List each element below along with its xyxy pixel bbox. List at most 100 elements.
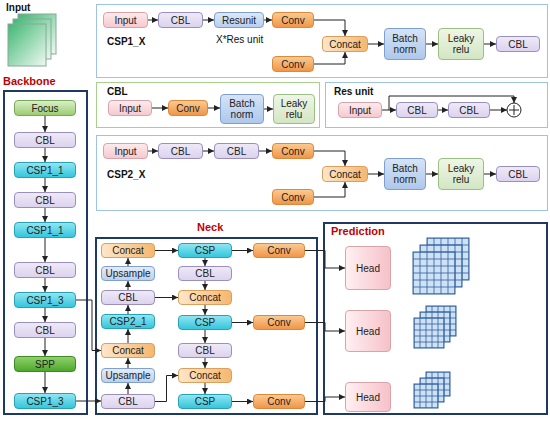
grid-layer — [420, 245, 462, 287]
csp-box: CSP2_1 — [101, 314, 155, 329]
block-label: CSP — [195, 396, 216, 407]
csp-box: CSP1_3 — [14, 292, 76, 308]
leaky-relu-box: Leaky relu — [438, 158, 484, 190]
batchnorm-box: Batch norm — [384, 158, 426, 190]
grid-layer — [413, 252, 455, 294]
block-label: Input — [114, 15, 136, 26]
batchnorm-box: Batch norm — [220, 94, 264, 124]
connector-arrow — [155, 376, 178, 402]
block-label: Conv — [281, 146, 304, 157]
conv-box: Conv — [253, 243, 305, 258]
block-label: Head — [356, 392, 380, 403]
block-label: CBL — [118, 396, 137, 407]
block-label: Upsample — [105, 370, 150, 381]
connector-arrow — [76, 401, 101, 402]
module-panel: CSP1_XInputCBLResunitConvConvConcatBatch… — [96, 4, 548, 78]
block-label: Batch norm — [223, 98, 261, 120]
block-label: Conv — [281, 15, 304, 26]
input-box: Input — [108, 100, 152, 116]
block-label: CSP — [195, 245, 216, 256]
block-label: Conv — [281, 59, 304, 70]
grid-layer — [426, 372, 450, 396]
connector-arrow — [232, 322, 253, 323]
block-label: Concat — [189, 292, 221, 303]
block-label: Input — [349, 105, 371, 116]
module-panel: CBLInputConvBatch normLeaky relu — [96, 82, 320, 128]
concat-box: Concat — [178, 290, 232, 305]
panel-title: CSP2_X — [107, 169, 145, 180]
cbl-box: CBL — [178, 343, 232, 358]
connector-arrow — [45, 178, 46, 192]
conv-box: Conv — [272, 143, 314, 159]
conv-box: Conv — [272, 12, 314, 28]
block-label: CBL — [508, 39, 527, 50]
block-label: CBL — [227, 146, 246, 157]
resunit-box: Resunit — [214, 12, 264, 28]
block-label: CSP — [195, 317, 216, 328]
grid-layer — [426, 306, 456, 336]
cbl-box: CBL — [496, 36, 540, 52]
block-label: CBL — [459, 105, 478, 116]
concat-box: Concat — [322, 166, 368, 182]
block-label: Conv — [267, 245, 290, 256]
panel-title: Res unit — [334, 86, 373, 97]
image-layer — [8, 24, 46, 66]
module-panel: Res unitInput CBL CBL — [325, 82, 548, 128]
block-label: CSP2_1 — [109, 316, 146, 327]
connector-arrow — [305, 251, 345, 269]
grid-layer — [414, 318, 444, 348]
connector-arrow — [305, 397, 345, 402]
stage-container: NeckConcatCSPConvUpsampleCBLCBLConcatCSP… — [95, 237, 318, 415]
head-box: Head — [345, 310, 391, 352]
block-label: Concat — [189, 370, 221, 381]
concat-box: Concat — [322, 36, 368, 52]
block-label: SPP — [35, 359, 55, 370]
panel-title: CSP1_X — [107, 36, 145, 47]
connector-arrow — [205, 305, 206, 315]
cbl-box: CBL — [158, 143, 203, 159]
block-label: Conv — [281, 192, 304, 203]
input-image-icon — [8, 14, 56, 66]
cbl-box: CBL — [14, 192, 76, 208]
cbl-box: CBL — [14, 132, 76, 148]
conv-box: Conv — [168, 100, 208, 116]
connector-arrow — [205, 258, 206, 266]
concat-box: Concat — [178, 368, 232, 383]
cbl-box: CBL — [101, 290, 155, 305]
block-label: CBL — [35, 265, 54, 276]
upsample-box: Upsample — [101, 368, 155, 383]
batchnorm-box: Batch norm — [384, 28, 426, 60]
block-label: Concat — [329, 39, 361, 50]
connector-arrow — [128, 305, 129, 314]
concat-box: Concat — [101, 343, 155, 358]
cbl-box: CBL — [14, 262, 76, 278]
cbl-box: CBL — [14, 322, 76, 338]
connector-arrow — [45, 308, 46, 322]
cbl-box: CBL — [448, 102, 490, 118]
connector-arrow — [128, 358, 129, 368]
block-label: CBL — [407, 105, 426, 116]
block-label: Conv — [267, 317, 290, 328]
leaky-relu-box: Leaky relu — [273, 94, 315, 124]
block-label: CSP1_1 — [26, 225, 63, 236]
block-label: CSP1_1 — [26, 165, 63, 176]
block-label: Leaky relu — [441, 33, 481, 55]
connector-arrow — [45, 338, 46, 356]
block-label: CBL — [508, 169, 527, 180]
input-box: Input — [338, 102, 382, 118]
cbl-box: CBL — [178, 266, 232, 281]
block-label: Concat — [112, 345, 144, 356]
connector-arrow — [45, 148, 46, 162]
head-box: Head — [345, 246, 391, 290]
csp-box: CSP — [178, 243, 232, 258]
block-label: CBL — [195, 268, 214, 279]
cbl-box: CBL — [496, 166, 540, 182]
connector-arrow — [128, 281, 129, 290]
concat-box: Concat — [101, 243, 155, 258]
csp-box: CSP1_1 — [14, 162, 76, 178]
connector-arrow — [205, 281, 206, 290]
connector-arrow — [45, 278, 46, 292]
prediction-grids — [413, 238, 469, 408]
block-label: Input — [114, 146, 136, 157]
